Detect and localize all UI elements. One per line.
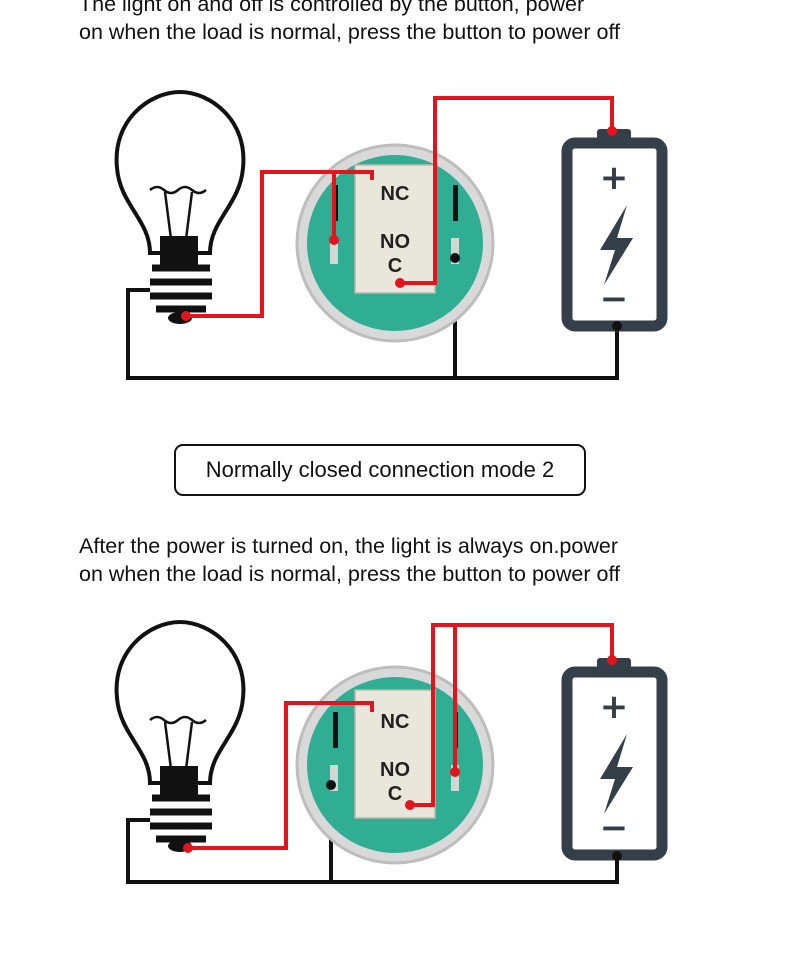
- terminal-no-label: NO: [380, 231, 410, 253]
- terminal-c-label: C: [388, 783, 402, 805]
- wire-bulb-to-bottom-rail: [126, 288, 619, 380]
- battery-icon: + −: [561, 129, 668, 332]
- wiring-diagram-bottom: NC NO C + −: [114, 619, 668, 884]
- wire-c-to-battery: [410, 623, 614, 807]
- neutral-joints: [450, 253, 622, 331]
- bulb-neck: [160, 236, 198, 266]
- bottom-caption-line-1: After the power is turned on, the light …: [79, 534, 618, 558]
- terminal-nc-label: NC: [381, 711, 410, 733]
- bulb-glass: [114, 89, 246, 255]
- wiring-diagram-top: NC NO C + −: [114, 89, 668, 380]
- connection-mode-label: Normally closed connection mode 2: [174, 444, 586, 496]
- terminal-no-label: NO: [380, 759, 410, 781]
- wire-joints: [183, 655, 617, 853]
- battery-minus-label: −: [600, 279, 629, 319]
- bulb-base: [150, 794, 212, 843]
- switch-side-slot-right: [453, 185, 458, 221]
- connection-mode-text: Normally closed connection mode 2: [205, 457, 555, 482]
- wire-c-to-battery: [400, 96, 614, 285]
- lightning-icon: [600, 205, 633, 285]
- wire-joints: [181, 126, 617, 321]
- battery-plus-label: +: [600, 687, 629, 727]
- bottom-caption-line-2: on when the load is normal, press the bu…: [79, 562, 621, 586]
- terminal-pin-left: [330, 238, 338, 264]
- battery-icon: + −: [561, 658, 668, 861]
- bulb-neck: [160, 766, 198, 796]
- terminal-pin-left: [330, 765, 338, 791]
- live-wires: [188, 623, 614, 850]
- light-bulb-icon: [114, 619, 246, 852]
- neutral-joints: [326, 780, 622, 861]
- top-caption-line-2: on when the load is normal, press the bu…: [79, 20, 621, 44]
- top-caption: The light on and off is controlled by th…: [79, 0, 769, 46]
- terminal-c-label: C: [388, 255, 402, 277]
- bottom-caption: After the power is turned on, the light …: [79, 532, 769, 588]
- wire-bulb-to-nc: [186, 170, 374, 318]
- battery-minus-label: −: [600, 808, 629, 848]
- live-wires: [186, 96, 614, 318]
- switch-side-slot-left: [333, 712, 338, 748]
- terminal-pin-right: [451, 765, 459, 791]
- bulb-base: [150, 264, 212, 313]
- terminal-nc-label: NC: [381, 183, 410, 205]
- lightning-icon: [600, 734, 633, 814]
- bulb-filament: [149, 185, 207, 195]
- terminal-block: [354, 689, 436, 819]
- push-button-switch: NC NO C: [295, 665, 495, 865]
- bulb-filament: [149, 715, 207, 725]
- push-button-switch: NC NO C: [295, 143, 495, 343]
- top-caption-line-1: The light on and off is controlled by th…: [79, 0, 585, 16]
- terminal-pin-right: [451, 238, 459, 264]
- wire-bulb-to-switch: [188, 701, 374, 850]
- battery-plus-label: +: [600, 158, 629, 198]
- wire-bulb-to-bottom-rail: [126, 818, 619, 884]
- light-bulb-icon: [114, 89, 246, 324]
- bulb-glass: [114, 619, 246, 785]
- terminal-block: [354, 164, 436, 294]
